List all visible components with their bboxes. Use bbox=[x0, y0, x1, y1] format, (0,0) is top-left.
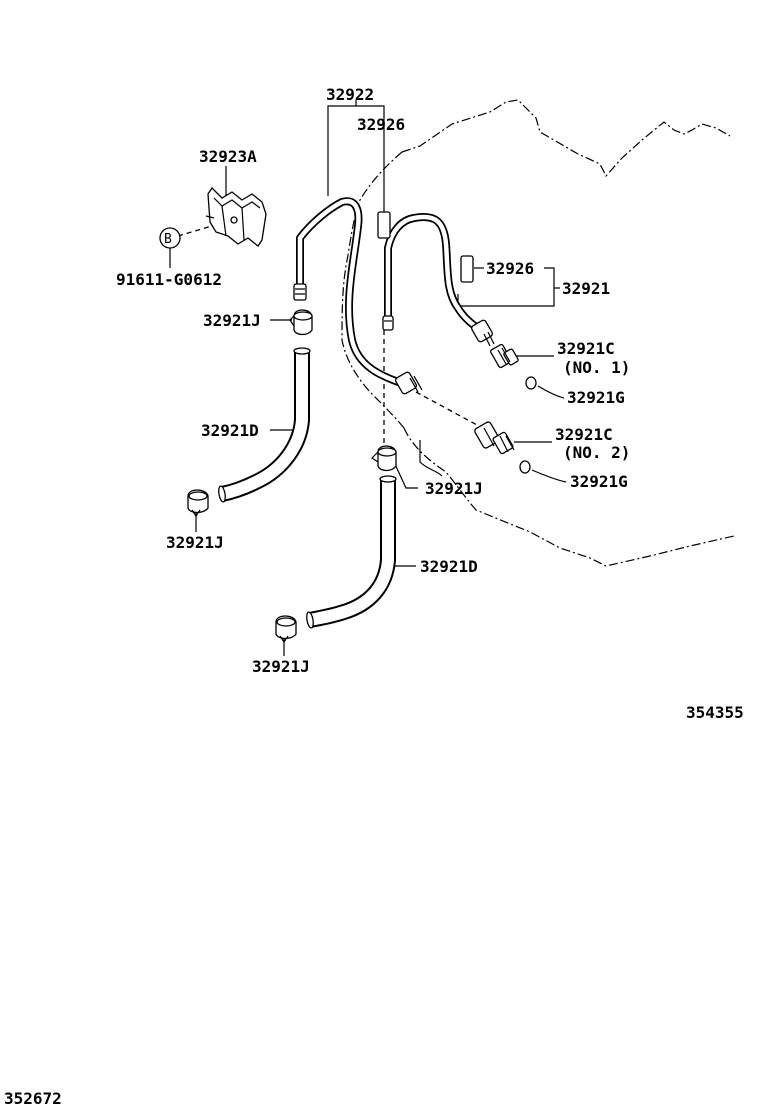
label-32921j-mid: 32921J bbox=[425, 479, 483, 498]
label-32923a: 32923A bbox=[199, 147, 257, 166]
label-32921j-bottom: 32921J bbox=[252, 657, 310, 676]
part-labels: 32922 32926 32923A B 91611-G0612 32926 3… bbox=[4, 85, 744, 1108]
transmission-housing-outline bbox=[341, 99, 735, 567]
bolt-b-marker bbox=[159, 227, 181, 249]
label-32921j-upper: 32921J bbox=[203, 311, 261, 330]
label-32921g-lower: 32921G bbox=[570, 472, 628, 491]
label-bolt-b: B bbox=[164, 232, 172, 247]
label-32922: 32922 bbox=[326, 85, 374, 104]
sleeve-32926-right bbox=[460, 255, 474, 283]
label-no2: (NO. 2) bbox=[563, 443, 630, 462]
sleeve-32926-top bbox=[377, 211, 391, 239]
label-32926-right: 32926 bbox=[486, 259, 534, 278]
hose-32921d-left bbox=[218, 347, 311, 503]
label-ref-354355: 354355 bbox=[686, 703, 744, 722]
gasket-32921g-lower bbox=[519, 460, 531, 474]
bracket-32923a bbox=[205, 186, 267, 247]
hose-32921d-lower bbox=[306, 475, 397, 629]
label-32921c-no2: 32921C bbox=[555, 425, 613, 444]
clamp-32921j-bottom bbox=[275, 615, 297, 644]
pipe-32922 bbox=[293, 197, 423, 395]
label-no1: (NO. 1) bbox=[563, 358, 630, 377]
label-32926-top: 32926 bbox=[357, 115, 405, 134]
clamp-32921j-upper bbox=[289, 309, 313, 336]
union-32921c-no2 bbox=[474, 421, 515, 455]
label-91611-g0612: 91611-G0612 bbox=[116, 270, 222, 289]
clamp-32921j-mid bbox=[371, 445, 397, 472]
union-32921c-no1 bbox=[490, 343, 519, 369]
label-32921c-no1: 32921C bbox=[557, 339, 615, 358]
label-ref-352672: 352672 bbox=[4, 1089, 62, 1108]
pipe-32921 bbox=[382, 213, 495, 347]
label-32921g-upper: 32921G bbox=[567, 388, 625, 407]
gasket-32921g-upper bbox=[525, 376, 537, 390]
clamp-32921j-left bbox=[187, 489, 209, 518]
label-32921d-left: 32921D bbox=[201, 421, 259, 440]
leader-lines bbox=[169, 100, 567, 656]
label-32921: 32921 bbox=[562, 279, 610, 298]
label-32921j-left: 32921J bbox=[166, 533, 224, 552]
label-32921d-lower: 32921D bbox=[420, 557, 478, 576]
